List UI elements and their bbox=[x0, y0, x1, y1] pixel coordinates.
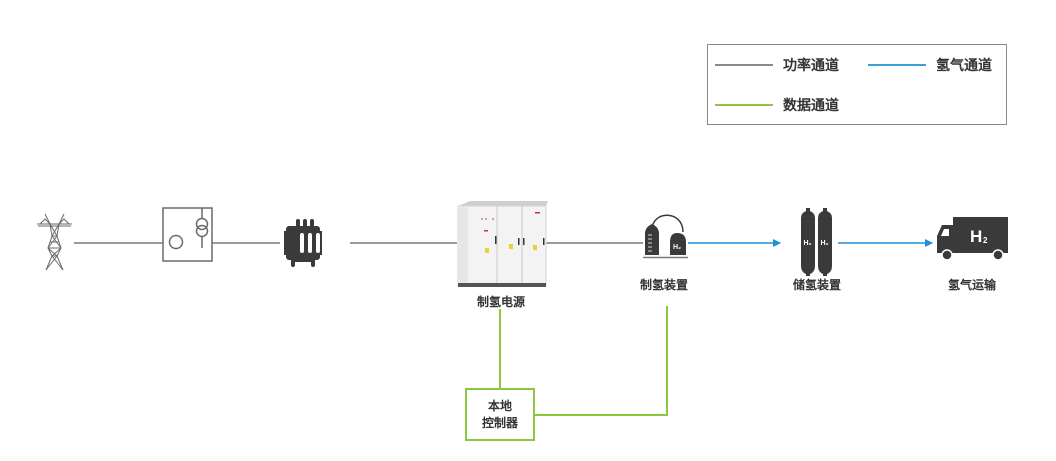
controller-label-line2: 控制器 bbox=[481, 415, 518, 430]
legend-line-power bbox=[715, 64, 773, 66]
label-electrolyzer: 制氢装置 bbox=[639, 278, 689, 292]
legend-item-power: 功率通道 bbox=[715, 55, 839, 75]
data-channel-lines bbox=[499, 306, 668, 416]
legend-item-data: 数据通道 bbox=[715, 95, 839, 115]
hydrogen-truck-icon: H 2 bbox=[937, 217, 1008, 261]
transmission-tower-icon bbox=[37, 213, 72, 271]
hydrogen-tanks-icon: H₂ H₂ bbox=[801, 208, 832, 276]
power-cabinet-icon bbox=[457, 201, 548, 287]
legend-item-hydrogen: 氢气通道 bbox=[868, 55, 992, 75]
label-transport: 氢气运输 bbox=[947, 278, 997, 292]
power-module-icon bbox=[284, 219, 322, 267]
substation-transformer-icon bbox=[162, 207, 213, 262]
legend-label-hydrogen: 氢气通道 bbox=[936, 58, 992, 74]
legend: 功率通道 氢气通道 数据通道 bbox=[707, 44, 1007, 125]
legend-label-data: 数据通道 bbox=[783, 98, 839, 114]
tank-2-h2-text: H₂ bbox=[821, 240, 829, 247]
local-controller-box: 本地 控制器 bbox=[465, 388, 535, 441]
tank-1-h2-text: H₂ bbox=[804, 240, 812, 247]
controller-label-line1: 本地 bbox=[487, 398, 512, 413]
data-line-controller-electrolyzer bbox=[535, 306, 668, 416]
legend-label-power: 功率通道 bbox=[783, 58, 839, 74]
label-storage: 储氢装置 bbox=[792, 278, 842, 292]
electrolyzer-h2-text: H₂ bbox=[673, 244, 681, 251]
legend-line-hydrogen bbox=[868, 64, 926, 66]
truck-subscript-text: 2 bbox=[983, 236, 988, 245]
truck-h-text: H bbox=[970, 227, 982, 246]
electrolyzer-icon: H₂ bbox=[643, 214, 688, 259]
label-power-supply: 制氢电源 bbox=[476, 295, 526, 309]
legend-line-data bbox=[715, 104, 773, 106]
